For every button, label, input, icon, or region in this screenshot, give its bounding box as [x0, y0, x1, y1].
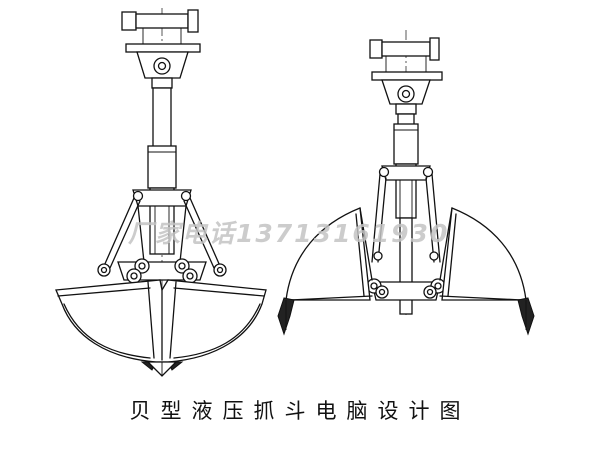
left-bucket-teeth [140, 361, 184, 377]
left-closed-buckets [55, 279, 267, 363]
left-swivel-joint [136, 51, 189, 89]
left-view-closed-grab [55, 8, 267, 377]
right-view-open-grab [277, 30, 535, 336]
right-top-lug [369, 37, 443, 81]
watermark-phone: 厂家电话13713161930 [128, 219, 450, 248]
right-view-left-shell [277, 207, 373, 336]
left-piston-rod [152, 87, 172, 149]
right-upper-arms [371, 165, 441, 263]
right-swivel-joint [381, 79, 431, 115]
left-cylinder [147, 145, 177, 255]
left-hinge-plate [97, 258, 227, 284]
drawing-caption: 贝型液压抓斗电脑设计图 [129, 399, 471, 423]
left-top-lug [121, 9, 201, 53]
right-view-right-shell [439, 207, 535, 336]
left-upper-arms [103, 189, 221, 269]
right-hinge-plate [366, 251, 446, 301]
